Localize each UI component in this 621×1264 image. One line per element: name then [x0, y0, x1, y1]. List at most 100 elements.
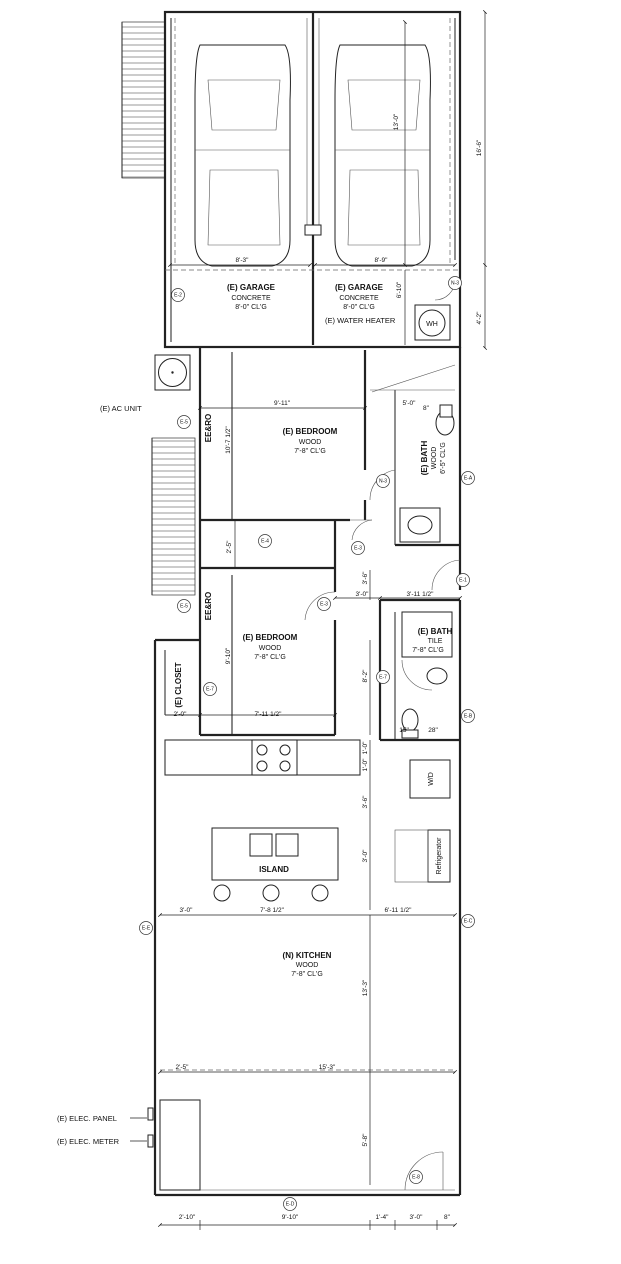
dim-lower-mid: 15'-3"	[319, 1064, 336, 1071]
tag-e5-lower: E-5	[177, 599, 191, 613]
tag-e-d: E-D	[283, 1197, 297, 1211]
svg-text:E-3: E-3	[320, 601, 328, 607]
bath-lower-name: (E) BATH	[418, 627, 453, 636]
dim-garage-rear-right: 4'-2"	[476, 311, 483, 325]
dimension-lines	[158, 10, 487, 1230]
wd-label: W/D	[428, 772, 435, 786]
tag-e-a: E-A	[461, 471, 475, 485]
bath-upper-name: (E) BATH	[420, 441, 429, 476]
bedroom-lower-ceiling: 7'-8" CL'G	[254, 654, 286, 661]
svg-text:N-3: N-3	[451, 280, 459, 286]
dim-bottom-a: 2'-10"	[179, 1214, 196, 1221]
dim-wc-left: 15"	[399, 727, 409, 734]
island-label: ISLAND	[259, 865, 289, 874]
svg-text:E-5: E-5	[180, 419, 188, 425]
kitchen-island	[211, 827, 339, 881]
bath-lower-floor: TILE	[428, 638, 443, 645]
tag-e3-a: E-3	[351, 541, 365, 555]
svg-text:E-5: E-5	[180, 603, 188, 609]
bedroom-upper-ceiling: 7'-8" CL'G	[294, 448, 326, 455]
svg-text:E-1: E-1	[459, 577, 467, 583]
tag-e7-closet: E-7	[203, 682, 217, 696]
lower-exterior-stair	[151, 437, 196, 596]
bath-lower-ceiling: 7'-8" CL'G	[412, 647, 444, 654]
svg-text:E-E: E-E	[142, 925, 151, 931]
bedroom-upper-floor: WOOD	[299, 439, 322, 446]
washer-dryer	[409, 759, 451, 799]
tag-e7-bath: E-7	[376, 670, 390, 684]
dim-kitchen-depth: 13'-3"	[362, 979, 369, 996]
electrical-markers	[130, 1107, 154, 1148]
svg-text:E-2: E-2	[174, 292, 182, 298]
garage-car-left	[194, 44, 291, 267]
dim-row-left: 3'-0"	[180, 907, 194, 914]
upper-bath-fixtures	[399, 404, 455, 543]
dim-counter-b: 1'-0"	[362, 758, 369, 772]
dim-bath-lower-width: 3'-11 1/2"	[407, 591, 435, 598]
upper-exterior-stair	[121, 21, 166, 179]
bath-upper-ceiling: 6'-5" CL'G	[440, 442, 447, 474]
dim-bottom-b: 9'-10"	[282, 1214, 299, 1221]
dim-bath-lower-depth: 8'-2"	[362, 669, 369, 683]
dim-garage-width-left: 8'-3"	[236, 257, 250, 264]
svg-text:E-8: E-8	[412, 1174, 420, 1180]
tag-e-e: E-E	[139, 921, 153, 935]
refrigerator-label: Refrigerator	[436, 837, 443, 875]
water-heater-label: WH	[426, 321, 438, 328]
dim-bath-wc: 8"	[423, 405, 430, 412]
bar-stools	[213, 884, 329, 902]
dim-kitchen-a: 3'-6"	[362, 795, 369, 809]
ac-unit	[154, 354, 191, 391]
ac-unit-label: (E) AC UNIT	[100, 404, 142, 413]
refrigerator	[394, 829, 451, 883]
dim-row-mid: 7'-8 1/2"	[260, 907, 284, 914]
svg-text:E-3: E-3	[354, 545, 362, 551]
water-heater-note: (E) WATER HEATER	[325, 316, 396, 325]
dim-overall-depth: 16'-6"	[476, 139, 483, 156]
svg-text:E-4: E-4	[261, 538, 269, 544]
dim-garage-depth: 13'-0"	[393, 113, 400, 130]
eero-upper-label: EE&RO	[204, 414, 213, 442]
svg-text:E-A: E-A	[464, 475, 473, 481]
svg-text:E-7: E-7	[379, 674, 387, 680]
garage-left-name: (E) GARAGE	[227, 283, 276, 292]
bath-upper-floor: WOOD	[431, 447, 438, 470]
kitchen-ceiling: 7'-8" CL'G	[291, 971, 323, 978]
garage-left-ceiling: 8'-0" CL'G	[235, 304, 267, 311]
dim-bottom-d: 3'-0"	[410, 1214, 424, 1221]
tag-e-b: E-B	[461, 709, 475, 723]
dim-bedroom-width: 9'-11"	[274, 400, 291, 407]
dim-row-right: 6'-11 1/2"	[385, 907, 413, 914]
tag-e4: E-4	[258, 534, 272, 548]
closet-name: (E) CLOSET	[174, 662, 183, 707]
dim-bottom-c: 1'-4"	[376, 1214, 390, 1221]
elec-meter-label: (E) ELEC. METER	[57, 1137, 120, 1146]
svg-text:E-B: E-B	[464, 713, 473, 719]
garage-right-name: (E) GARAGE	[335, 283, 384, 292]
garage-left-floor: CONCRETE	[231, 295, 271, 302]
kitchen-floor: WOOD	[296, 962, 319, 969]
dim-bedroom-depth: 10'-7 1/2"	[225, 426, 232, 454]
tag-e2: E-2	[171, 288, 185, 302]
garage-right-floor: CONCRETE	[339, 295, 379, 302]
bedroom-lower-floor: WOOD	[259, 645, 282, 652]
elec-panel-label: (E) ELEC. PANEL	[57, 1114, 117, 1123]
dim-closet-width: 2'-0"	[174, 711, 188, 718]
kitchen-name: (N) KITCHEN	[283, 951, 332, 960]
tag-n3-door: N-3	[376, 474, 390, 488]
dim-bedroom-lower-width: 7'-11 1/2"	[255, 711, 283, 718]
tag-e3-b: E-3	[317, 597, 331, 611]
bedroom-lower-name: (E) BEDROOM	[243, 633, 298, 642]
stove	[251, 739, 298, 776]
tag-n3-top: N-3	[448, 276, 462, 290]
dim-wc-right: 28"	[428, 727, 438, 734]
dim-kitchen-tail: 5'-8"	[362, 1133, 369, 1147]
garage-car-right	[334, 44, 431, 267]
svg-text:E-C: E-C	[464, 918, 473, 924]
dim-bath-width: 5'-0"	[403, 400, 417, 407]
dim-bedroom-lower-depth: 9'-10"	[225, 647, 232, 664]
tag-e-c: E-C	[461, 914, 475, 928]
dim-bottom-e: 8"	[444, 1214, 451, 1221]
dim-garage-rear: 6'-10"	[396, 281, 403, 298]
